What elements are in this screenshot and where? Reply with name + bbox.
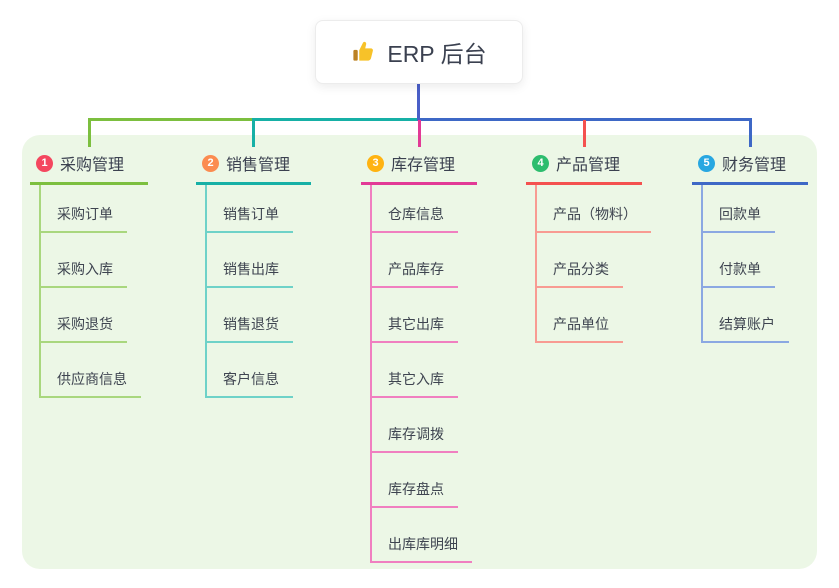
child-node[interactable]: 产品分类 bbox=[537, 233, 623, 288]
child-node[interactable]: 产品单位 bbox=[537, 288, 623, 343]
branch-title: 产品管理 bbox=[556, 157, 621, 174]
branch-number-badge: 5 bbox=[698, 154, 715, 172]
child-node[interactable]: 库存调拨 bbox=[372, 398, 458, 453]
branch-2: 2 销售管理销售订单销售出库销售退货客户信息 bbox=[196, 146, 311, 398]
branch-3: 3 库存管理仓库信息产品库存其它出库其它入库库存调拨库存盘点出库库明细 bbox=[361, 146, 477, 563]
branch-1-header[interactable]: 1 采购管理 bbox=[30, 146, 148, 185]
child-node[interactable]: 出库库明细 bbox=[372, 508, 472, 563]
branch-drop-line-2 bbox=[252, 120, 255, 147]
child-node[interactable]: 其它入库 bbox=[372, 343, 458, 398]
branch-3-header[interactable]: 3 库存管理 bbox=[361, 146, 477, 185]
child-node[interactable]: 仓库信息 bbox=[372, 185, 458, 233]
branch-drop-line-3 bbox=[417, 120, 421, 147]
bus-segment-3 bbox=[417, 118, 752, 121]
child-node[interactable]: 付款单 bbox=[703, 233, 775, 288]
branch-5-children: 回款单付款单结算账户 bbox=[701, 185, 808, 343]
child-node[interactable]: 产品库存 bbox=[372, 233, 458, 288]
branch-1: 1 采购管理采购订单采购入库采购退货供应商信息 bbox=[30, 146, 148, 398]
branch-5-header[interactable]: 5 财务管理 bbox=[692, 146, 808, 185]
branch-5: 5 财务管理回款单付款单结算账户 bbox=[692, 146, 808, 343]
branch-title: 销售管理 bbox=[226, 157, 291, 174]
child-node[interactable]: 客户信息 bbox=[207, 343, 293, 398]
child-node[interactable]: 销售订单 bbox=[207, 185, 293, 233]
root-stem-line bbox=[417, 84, 420, 121]
branch-drop-line-1 bbox=[87, 120, 91, 147]
child-node[interactable]: 采购入库 bbox=[41, 233, 127, 288]
branch-number-badge: 1 bbox=[36, 154, 53, 172]
branch-4: 4 产品管理产品（物料）产品分类产品单位 bbox=[526, 146, 651, 343]
child-node[interactable]: 结算账户 bbox=[703, 288, 789, 343]
branch-3-children: 仓库信息产品库存其它出库其它入库库存调拨库存盘点出库库明细 bbox=[370, 185, 477, 563]
branch-drop-line-4 bbox=[582, 120, 586, 147]
branch-title: 采购管理 bbox=[60, 157, 125, 174]
branch-number-badge: 3 bbox=[367, 154, 384, 172]
branch-number-badge: 4 bbox=[532, 154, 549, 172]
child-node[interactable]: 产品（物料） bbox=[537, 185, 651, 233]
bus-segment-2 bbox=[252, 118, 419, 121]
branch-title: 库存管理 bbox=[391, 157, 456, 174]
child-node[interactable]: 销售出库 bbox=[207, 233, 293, 288]
branch-title: 财务管理 bbox=[722, 157, 787, 174]
branch-1-children: 采购订单采购入库采购退货供应商信息 bbox=[39, 185, 148, 398]
child-node[interactable]: 采购退货 bbox=[41, 288, 127, 343]
branch-number-badge: 2 bbox=[202, 154, 219, 172]
branch-4-header[interactable]: 4 产品管理 bbox=[526, 146, 642, 185]
bus-segment-1 bbox=[87, 118, 254, 121]
branch-2-header[interactable]: 2 销售管理 bbox=[196, 146, 311, 185]
child-node[interactable]: 其它出库 bbox=[372, 288, 458, 343]
child-node[interactable]: 采购订单 bbox=[41, 185, 127, 233]
root-node[interactable]: ERP 后台 bbox=[315, 20, 523, 84]
child-node[interactable]: 回款单 bbox=[703, 185, 775, 233]
thumbs-up-icon bbox=[351, 39, 377, 65]
branch-drop-line-5 bbox=[748, 120, 752, 147]
child-node[interactable]: 供应商信息 bbox=[41, 343, 141, 398]
child-node[interactable]: 销售退货 bbox=[207, 288, 293, 343]
branches-panel bbox=[22, 135, 817, 569]
root-title: ERP 后台 bbox=[387, 41, 487, 67]
branch-2-children: 销售订单销售出库销售退货客户信息 bbox=[205, 185, 311, 398]
child-node[interactable]: 库存盘点 bbox=[372, 453, 458, 508]
branch-4-children: 产品（物料）产品分类产品单位 bbox=[535, 185, 651, 343]
